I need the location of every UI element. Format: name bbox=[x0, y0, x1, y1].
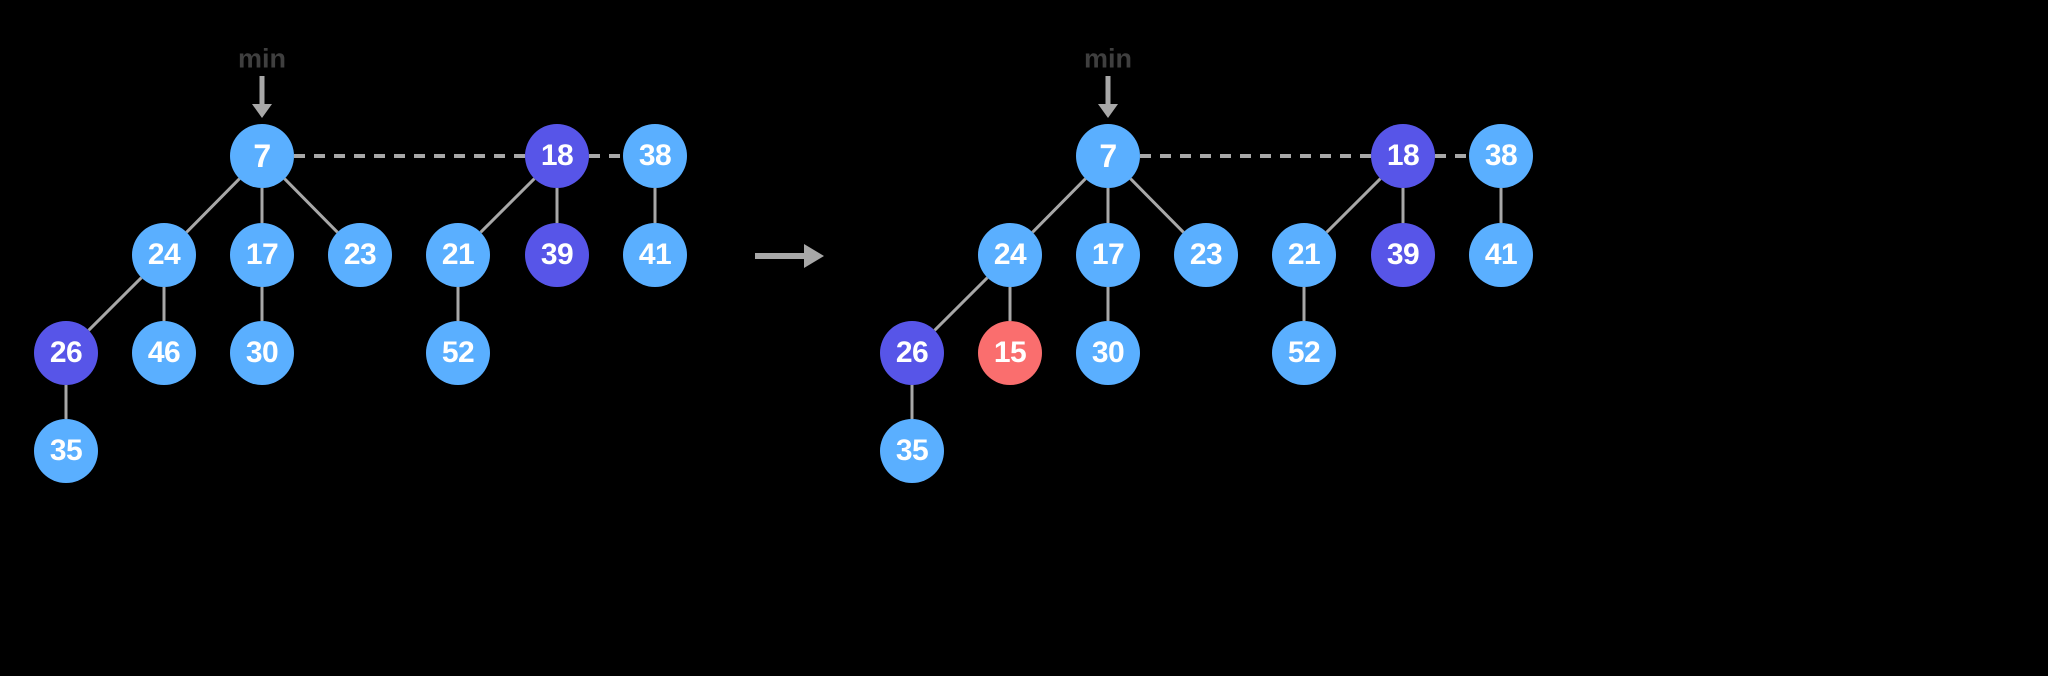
tree-edge bbox=[185, 177, 241, 234]
tree-edge bbox=[87, 276, 143, 332]
heap-node-label: 26 bbox=[49, 336, 83, 369]
heap-node-23[interactable]: 23 bbox=[328, 223, 392, 287]
transition-arrow-head bbox=[804, 244, 824, 268]
heap-node-24[interactable]: 24 bbox=[978, 223, 1042, 287]
heap-node-17[interactable]: 17 bbox=[230, 223, 294, 287]
heap-node-label: 17 bbox=[1091, 238, 1125, 271]
tree-edge bbox=[1129, 177, 1185, 234]
heap-node-label: 35 bbox=[49, 434, 83, 467]
heap-node-label: 46 bbox=[147, 336, 181, 369]
tree-edge bbox=[1325, 177, 1382, 234]
heap-node-label: 52 bbox=[1287, 336, 1321, 369]
heap-node-26[interactable]: 26 bbox=[34, 321, 98, 385]
heap-node-label: 7 bbox=[253, 138, 271, 174]
min-pointer-arrowhead bbox=[252, 104, 272, 118]
heap-node-39[interactable]: 39 bbox=[525, 223, 589, 287]
heap-node-label: 38 bbox=[638, 139, 672, 172]
heap-node-15[interactable]: 15 bbox=[978, 321, 1042, 385]
heap-node-21[interactable]: 21 bbox=[1272, 223, 1336, 287]
heap-node-41[interactable]: 41 bbox=[1469, 223, 1533, 287]
heap-node-label: 21 bbox=[1287, 238, 1321, 271]
tree-edge bbox=[283, 177, 339, 234]
heap-node-label: 30 bbox=[245, 336, 279, 369]
heap-node-label: 24 bbox=[993, 238, 1027, 271]
heap-node-38[interactable]: 38 bbox=[623, 124, 687, 188]
heap-node-label: 18 bbox=[1386, 139, 1420, 172]
min-label: min bbox=[1083, 43, 1133, 74]
heap-node-30[interactable]: 30 bbox=[230, 321, 294, 385]
heap-node-label: 41 bbox=[638, 238, 672, 271]
heap-node-30[interactable]: 30 bbox=[1076, 321, 1140, 385]
heap-node-label: 26 bbox=[895, 336, 929, 369]
heap-node-23[interactable]: 23 bbox=[1174, 223, 1238, 287]
heap-node-18[interactable]: 18 bbox=[1371, 124, 1435, 188]
heap-node-7[interactable]: 7 bbox=[230, 124, 294, 188]
heap-node-38[interactable]: 38 bbox=[1469, 124, 1533, 188]
tree-edge bbox=[933, 276, 989, 332]
heap-node-label: 24 bbox=[147, 238, 181, 271]
heap-node-52[interactable]: 52 bbox=[1272, 321, 1336, 385]
heap-node-label: 38 bbox=[1484, 139, 1518, 172]
tree-edge bbox=[1031, 177, 1087, 234]
heap-node-label: 41 bbox=[1484, 238, 1518, 271]
heap-node-label: 52 bbox=[441, 336, 475, 369]
min-pointer-arrowhead bbox=[1098, 104, 1118, 118]
heap-node-26[interactable]: 26 bbox=[880, 321, 944, 385]
heap-node-21[interactable]: 21 bbox=[426, 223, 490, 287]
heap-node-label: 15 bbox=[993, 336, 1027, 369]
heap-node-24[interactable]: 24 bbox=[132, 223, 196, 287]
heap-node-52[interactable]: 52 bbox=[426, 321, 490, 385]
heap-node-label: 39 bbox=[540, 238, 574, 271]
heap-node-7[interactable]: 7 bbox=[1076, 124, 1140, 188]
heap-node-label: 39 bbox=[1386, 238, 1420, 271]
heap-node-35[interactable]: 35 bbox=[34, 419, 98, 483]
heap-node-17[interactable]: 17 bbox=[1076, 223, 1140, 287]
heap-node-46[interactable]: 46 bbox=[132, 321, 196, 385]
heap-node-label: 21 bbox=[441, 238, 475, 271]
heap-node-35[interactable]: 35 bbox=[880, 419, 944, 483]
heap-node-label: 23 bbox=[1189, 238, 1223, 271]
tree-edge bbox=[479, 177, 536, 234]
heap-node-label: 17 bbox=[245, 238, 279, 271]
heap-node-label: 35 bbox=[895, 434, 929, 467]
heap-node-18[interactable]: 18 bbox=[525, 124, 589, 188]
heap-node-label: 23 bbox=[343, 238, 377, 271]
heap-node-label: 30 bbox=[1091, 336, 1125, 369]
heap-node-label: 18 bbox=[540, 139, 574, 172]
min-label: min bbox=[237, 43, 287, 74]
heap-node-label: 7 bbox=[1099, 138, 1117, 174]
heap-node-39[interactable]: 39 bbox=[1371, 223, 1435, 287]
heap-node-41[interactable]: 41 bbox=[623, 223, 687, 287]
